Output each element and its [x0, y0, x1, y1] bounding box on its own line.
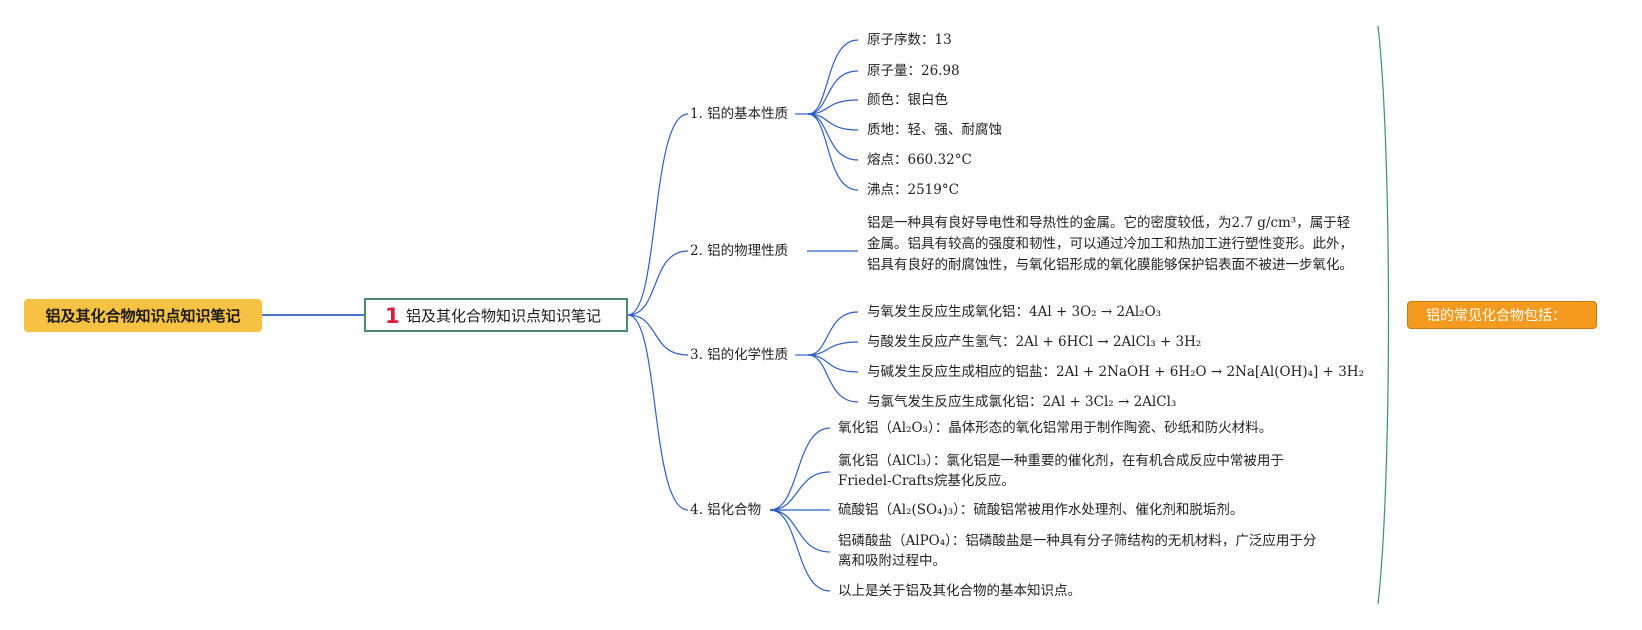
leaf-aluminum-phosphate[interactable]: 铝磷酸盐（AlPO₄）：铝磷酸盐是一种具有分子筛结构的无机材料，广泛应用于分离和… — [838, 533, 1317, 569]
reaction-lead: 与碱发生反应生成相应的铝盐： — [867, 364, 1056, 380]
link-center-b1 — [627, 113, 689, 316]
branch-basic-properties[interactable]: 1. 铝的基本性质 — [690, 106, 789, 122]
leaf-atomic-mass[interactable]: 原子量：26.98 — [867, 63, 960, 79]
leaf-aluminum-oxide[interactable]: 氧化铝（Al₂O₃）：晶体形态的氧化铝常用于制作陶瓷、砂纸和防火材料。 — [838, 420, 1273, 436]
reaction-formula: 2Al + 3Cl₂ → 2AlCl₃ — [1042, 394, 1177, 410]
reaction-lead: 与氧发生反应生成氧化铝： — [867, 304, 1029, 320]
leaf-reaction-acid[interactable]: 与酸发生反应产生氢气：2Al + 6HCl → 2AlCl₃ + 3H₂ — [867, 332, 1201, 352]
reaction-lead: 与氯气发生反应生成氯化铝： — [867, 394, 1043, 410]
side-node-common-compounds[interactable]: 铝的常见化合物包括： — [1407, 301, 1597, 329]
leaf-melting-point[interactable]: 熔点：660.32°C — [867, 152, 972, 168]
branch-compounds[interactable]: 4. 铝化合物 — [690, 502, 762, 518]
leaf-reaction-base[interactable]: 与碱发生反应生成相应的铝盐：2Al + 2NaOH + 6H₂O → 2Na[A… — [867, 362, 1364, 382]
leaf-aluminum-chloride[interactable]: 氯化铝（AlCl₃）：氯化铝是一种重要的催化剂，在有机合成反应中常被用于Frie… — [838, 453, 1284, 489]
branch-chemical-properties[interactable]: 3. 铝的化学性质 — [690, 347, 789, 363]
reaction-formula: 2Al + 2NaOH + 6H₂O → 2Na[Al(OH)₄] + 3H₂ — [1056, 364, 1364, 380]
link-center-b3 — [627, 314, 689, 356]
leaf-aluminum-sulfate[interactable]: 硫酸铝（Al₂(SO₄)₃）：硫酸铝常被用作水处理剂、催化剂和脱垢剂。 — [838, 502, 1244, 518]
reaction-formula: 2Al + 6HCl → 2AlCl₃ + 3H₂ — [1015, 334, 1202, 350]
leaf-boiling-point[interactable]: 沸点：2519°C — [867, 182, 959, 198]
reaction-formula: 4Al + 3O₂ → 2Al₂O₃ — [1029, 304, 1162, 320]
center-node-label: 铝及其化合物知识点知识笔记 — [406, 306, 602, 325]
reaction-lead: 与酸发生反应产生氢气： — [867, 334, 1016, 350]
link-center-b2 — [627, 250, 689, 316]
leaf-texture[interactable]: 质地：轻、强、耐腐蚀 — [867, 122, 1002, 138]
leaf-reaction-oxygen[interactable]: 与氧发生反应生成氧化铝：4Al + 3O₂ → 2Al₂O₃ — [867, 302, 1161, 322]
link-center-b4 — [627, 314, 689, 511]
side-bracket — [1377, 25, 1390, 605]
root-node[interactable]: 铝及其化合物知识点知识笔记 — [24, 299, 262, 332]
leaf-color[interactable]: 颜色：银白色 — [867, 92, 948, 108]
center-node[interactable]: 1 铝及其化合物知识点知识笔记 — [364, 298, 628, 332]
branch-physical-properties[interactable]: 2. 铝的物理性质 — [690, 243, 789, 259]
number-badge-icon: 1 — [385, 304, 400, 328]
leaf-reaction-chlorine[interactable]: 与氯气发生反应生成氯化铝：2Al + 3Cl₂ → 2AlCl₃ — [867, 392, 1176, 412]
leaf-physical-description[interactable]: 铝是一种具有良好导电性和导热性的金属。它的密度较低，为2.7 g/cm³，属于轻… — [867, 215, 1353, 273]
leaf-atomic-number[interactable]: 原子序数：13 — [867, 32, 952, 48]
leaf-summary[interactable]: 以上是关于铝及其化合物的基本知识点。 — [838, 583, 1081, 599]
